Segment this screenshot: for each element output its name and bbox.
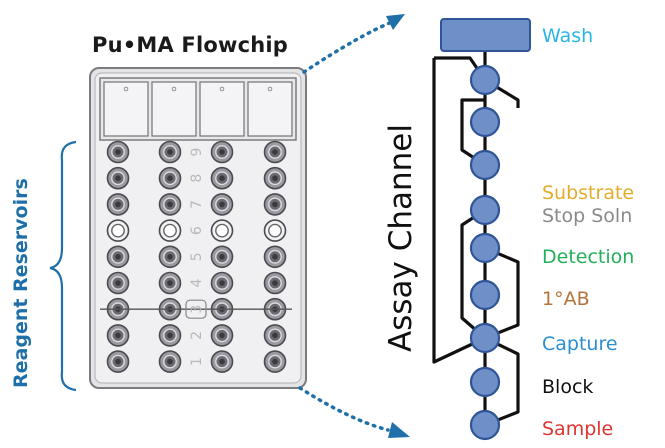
reagent-label-detection: Detection: [542, 246, 635, 268]
channel-node: [469, 149, 501, 181]
reagent-label-1-ab: 1°AB: [542, 288, 590, 310]
channel-node: [469, 322, 501, 354]
channel-node: [469, 232, 501, 264]
reagent-label-substrate: Substrate: [542, 182, 635, 204]
well-number-label: 5: [189, 252, 205, 261]
reservoir-well: [263, 245, 287, 269]
reservoir-well: [210, 140, 234, 164]
reservoir-well: [106, 166, 130, 190]
reservoir-well: [158, 271, 182, 295]
reservoir-well: [106, 219, 130, 242]
reservoir-well: [210, 166, 234, 190]
well-number-label: 3: [189, 305, 205, 314]
well-number-label: 7: [189, 200, 205, 209]
flowchip-title: Pu•MA Flowchip: [92, 33, 289, 57]
reagent-label-wash: Wash: [542, 25, 594, 47]
reservoir-well: [158, 166, 182, 190]
reservoir-well: [158, 350, 182, 373]
well-number-label: 9: [189, 148, 205, 157]
arrowhead-top: [386, 14, 405, 30]
reservoir-well: [210, 245, 234, 269]
assay-channel-network: [432, 45, 520, 427]
reagent-label-capture: Capture: [542, 333, 618, 355]
reservoir-well: [158, 324, 182, 347]
flowchip-body: 9 8 7 6 5 4 3 2 1: [89, 67, 307, 389]
reservoir-well: [263, 271, 287, 295]
well-row-marker: [185, 299, 207, 319]
channel-node: [469, 279, 501, 311]
reservoir-well: [263, 324, 287, 347]
chamber-4: [247, 81, 293, 137]
chip-wells: [100, 140, 292, 373]
reservoir-well: [210, 219, 234, 242]
chamber-3: [199, 81, 245, 137]
channel-node: [469, 409, 501, 441]
reservoir-bracket: [49, 140, 77, 392]
reservoir-well: [263, 350, 287, 373]
well-number-label: 4: [189, 278, 205, 287]
channel-node: [469, 366, 501, 398]
well-number-label: 8: [189, 174, 205, 183]
reservoir-well: [106, 271, 130, 295]
reservoir-well: [210, 350, 234, 373]
reservoir-well: [106, 324, 130, 347]
chamber-1: [103, 81, 149, 137]
well-number-label: 6: [189, 226, 205, 235]
zoom-arrow-top: [302, 20, 394, 74]
reagent-label-sample: Sample: [542, 418, 614, 440]
reservoir-well: [263, 193, 287, 216]
zoom-arrows: [298, 20, 394, 432]
reservoir-well: [263, 166, 287, 190]
reservoir-well: [210, 193, 234, 216]
reagent-label-stop-soln: Stop Soln: [542, 205, 633, 227]
reservoir-well: [158, 245, 182, 269]
channel-node: [469, 64, 501, 96]
reservoir-well: [158, 219, 182, 242]
reservoir-well: [106, 245, 130, 269]
reservoir-well: [210, 324, 234, 347]
chip-chambers: [103, 81, 293, 137]
channel-node: [469, 106, 501, 138]
channel-nodes: [469, 64, 501, 441]
zoom-arrow-bottom: [298, 386, 390, 432]
well-number-label: 2: [189, 331, 205, 340]
well-number-label: 1: [189, 357, 205, 366]
well-numbers: 9 8 7 6 5 4 3 2 1: [189, 148, 205, 367]
reservoir-well: [210, 271, 234, 295]
reagent-label-block: Block: [542, 376, 594, 398]
reservoir-well: [158, 140, 182, 164]
channel-node: [469, 194, 501, 226]
reservoir-well: [263, 140, 287, 164]
reservoir-well: [106, 350, 130, 373]
reservoir-well: [106, 140, 130, 164]
reservoir-well: [106, 193, 130, 216]
reservoir-well: [263, 219, 287, 242]
reservoir-well: [158, 193, 182, 216]
arrowhead-bottom: [388, 422, 410, 438]
chamber-2: [151, 81, 197, 137]
wash-reservoir: [440, 18, 531, 52]
